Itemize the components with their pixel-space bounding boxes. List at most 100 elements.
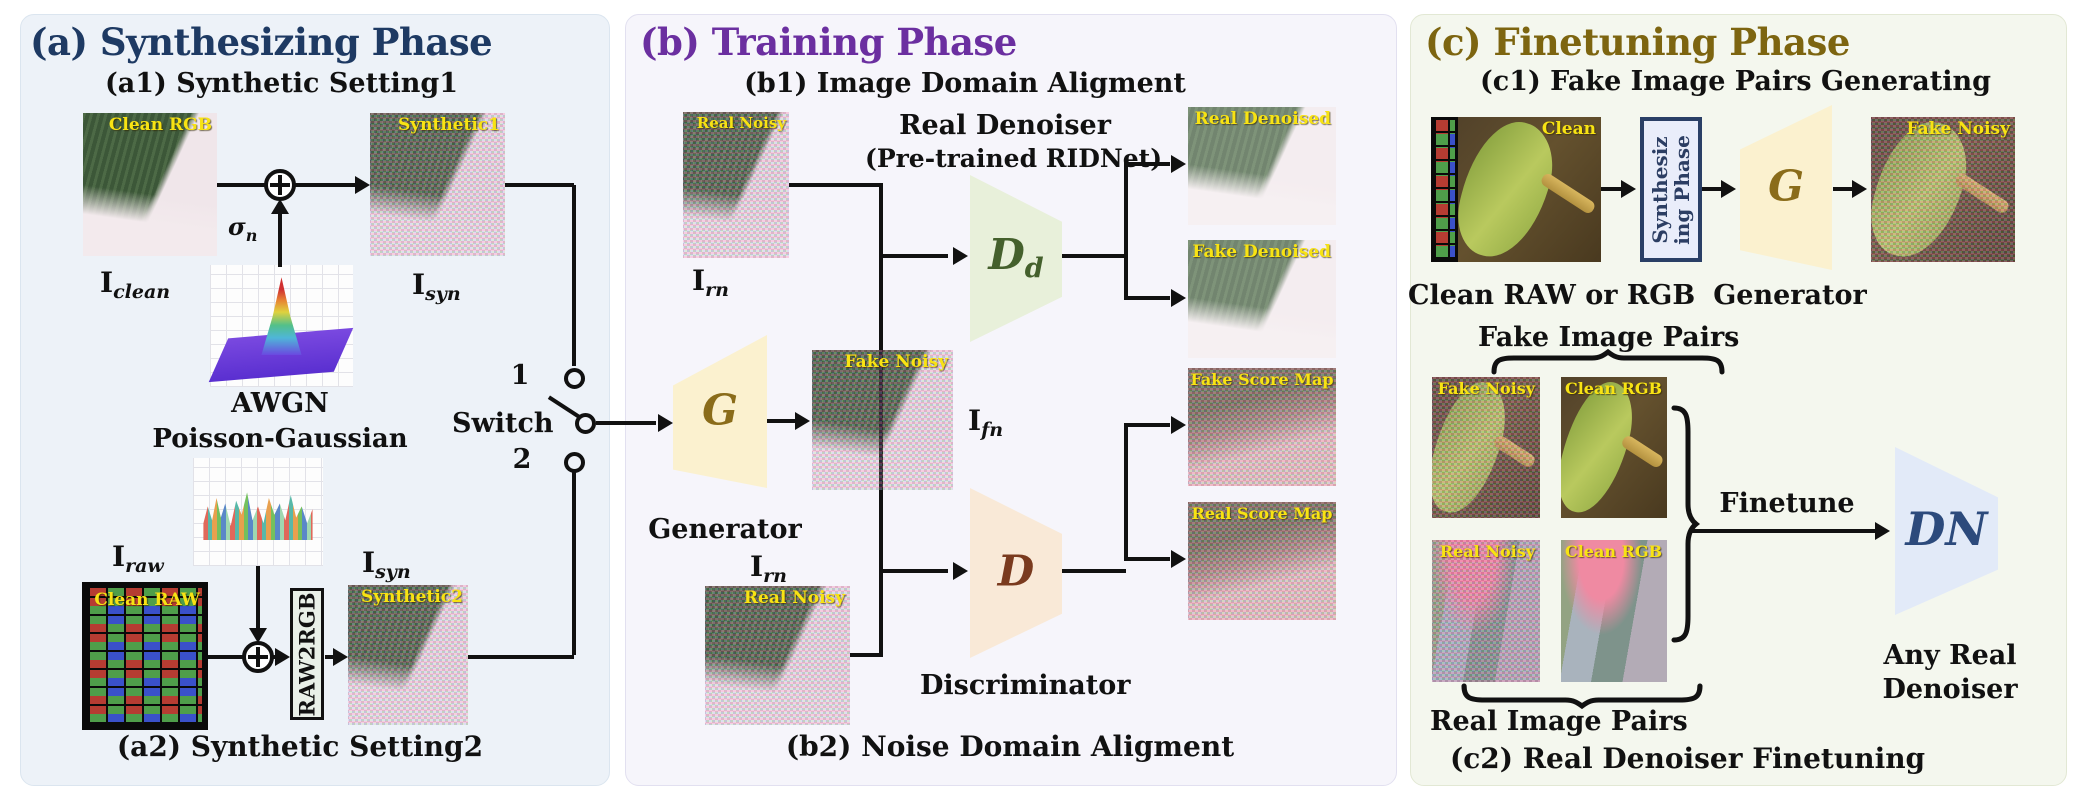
connector bbox=[881, 569, 948, 573]
photo-real-noisy-pair: Real Noisy bbox=[1432, 540, 1540, 682]
label-i-rn-bottom: Irn bbox=[750, 550, 787, 587]
connector bbox=[1833, 187, 1852, 191]
connector bbox=[1702, 187, 1721, 191]
arrowhead bbox=[953, 247, 968, 265]
connector bbox=[767, 419, 795, 423]
arrowhead bbox=[275, 648, 290, 666]
label-sigma-n: σn bbox=[228, 212, 258, 245]
photo-label: Real Noisy bbox=[696, 114, 786, 132]
connector bbox=[468, 655, 574, 659]
label-i-syn-top: Isyn bbox=[412, 268, 461, 305]
photo-clean-raw-bayer: Clean RAW bbox=[82, 582, 208, 730]
label-i-raw: Iraw bbox=[112, 540, 164, 577]
switch-contact-1 bbox=[564, 368, 585, 389]
photo-label: Fake Score Map bbox=[1190, 370, 1334, 389]
photo-label: Fake Denoised bbox=[1192, 242, 1331, 262]
connector bbox=[1062, 569, 1126, 573]
connector bbox=[1124, 557, 1170, 561]
generator-label: Generator bbox=[1713, 280, 1867, 311]
connector bbox=[881, 254, 948, 258]
photo-label: Real Score Map bbox=[1191, 504, 1333, 523]
right-brace bbox=[1671, 405, 1700, 643]
arrowhead bbox=[271, 199, 289, 214]
connector bbox=[1124, 162, 1170, 166]
dn-letter: DN bbox=[1905, 501, 1988, 556]
arrowhead bbox=[1171, 416, 1186, 434]
twig bbox=[1539, 171, 1597, 215]
label-i-syn-bottom: Isyn bbox=[362, 546, 411, 583]
arrowhead bbox=[1721, 180, 1736, 198]
photo-fake-score-map: Fake Score Map bbox=[1188, 368, 1336, 486]
generator-label: Generator bbox=[648, 514, 802, 545]
any-real-label-line2: Denoiser bbox=[1882, 674, 2018, 705]
under-brace bbox=[1461, 683, 1703, 710]
panel-a-title: (a) Synthesizing Phase bbox=[30, 20, 493, 64]
connector bbox=[1124, 296, 1170, 300]
connector bbox=[596, 421, 656, 425]
real-image-pairs-label: Real Image Pairs bbox=[1430, 706, 1688, 737]
arrowhead bbox=[1171, 550, 1186, 568]
photo-clean-rgb: Clean RGB bbox=[83, 113, 217, 256]
connector bbox=[505, 183, 574, 187]
photo-clean-leaf: Clean bbox=[1458, 117, 1601, 262]
arrowhead bbox=[658, 414, 673, 432]
connector bbox=[278, 212, 282, 267]
switch-label: Switch bbox=[452, 408, 554, 439]
label-i-clean: Iclean bbox=[100, 266, 171, 303]
arrowhead bbox=[1852, 180, 1867, 198]
arrowhead bbox=[795, 412, 810, 430]
connector bbox=[879, 183, 883, 657]
photo-real-noisy-top: Real Noisy bbox=[683, 112, 789, 258]
photo-label: Real Noisy bbox=[743, 588, 845, 608]
photo-real-noisy-bottom: Real Noisy bbox=[705, 586, 850, 725]
photo-real-denoised: Real Denoised bbox=[1188, 107, 1336, 225]
connector bbox=[208, 655, 244, 659]
panel-a2-caption: (a2) Synthetic Setting2 bbox=[116, 730, 484, 763]
plus-adder-icon bbox=[264, 169, 296, 201]
photo-label: Clean RGB bbox=[108, 115, 212, 135]
arrowhead bbox=[1171, 155, 1186, 173]
label-i-fn: Ifn bbox=[968, 404, 1004, 441]
connector bbox=[294, 183, 356, 187]
d-letter: D bbox=[997, 546, 1035, 596]
fake-image-pairs-label: Fake Image Pairs bbox=[1478, 322, 1740, 353]
over-brace bbox=[1491, 348, 1725, 375]
panel-b-title: (b) Training Phase bbox=[640, 20, 1017, 64]
photo-fake-noisy-leaf: Fake Noisy bbox=[1871, 117, 2015, 262]
photo-label: Fake Noisy bbox=[844, 352, 948, 372]
arrowhead bbox=[953, 562, 968, 580]
connector bbox=[217, 183, 268, 187]
connector bbox=[1124, 162, 1128, 300]
photo-label: Real Noisy bbox=[1439, 542, 1535, 561]
real-denoiser-label: Real Denoiser bbox=[899, 110, 1111, 141]
label-i-rn-top: Irn bbox=[692, 264, 729, 301]
photo-synthetic1: Synthetic1 bbox=[370, 113, 505, 256]
photo-label: Clean RGB bbox=[1564, 542, 1662, 561]
photo-fake-denoised: Fake Denoised bbox=[1188, 240, 1336, 358]
photo-label: Synthetic2 bbox=[360, 587, 463, 607]
connector bbox=[1601, 187, 1621, 191]
arrowhead bbox=[333, 648, 348, 666]
raw2rgb-label: RAW2RGB bbox=[294, 591, 320, 717]
twig bbox=[1620, 433, 1665, 469]
photo-label: Fake Noisy bbox=[1437, 379, 1535, 398]
pretrained-ridnet-label: (Pre-trained RIDNet) bbox=[865, 144, 1163, 173]
connector bbox=[1124, 423, 1128, 561]
discriminator-label: Discriminator bbox=[920, 670, 1131, 701]
arrowhead bbox=[1621, 180, 1636, 198]
bayer-strip bbox=[1431, 117, 1458, 262]
connector bbox=[1692, 529, 1875, 533]
connector bbox=[325, 655, 335, 659]
arrowhead bbox=[1875, 522, 1890, 540]
panel-b2-caption: (b2) Noise Domain Aligment bbox=[785, 730, 1235, 763]
noise-spikes bbox=[203, 492, 313, 541]
photo-fake-noisy-pair: Fake Noisy bbox=[1432, 377, 1540, 518]
photo-real-score-map: Real Score Map bbox=[1188, 502, 1336, 620]
photo-label: Fake Noisy bbox=[1906, 119, 2010, 139]
switch-pos-2: 2 bbox=[512, 444, 532, 475]
awgn-surface-plot bbox=[209, 265, 354, 387]
synth-box-line1: Synthesiz bbox=[1648, 135, 1673, 244]
connector bbox=[256, 566, 260, 630]
switch-contact-2 bbox=[564, 452, 585, 473]
